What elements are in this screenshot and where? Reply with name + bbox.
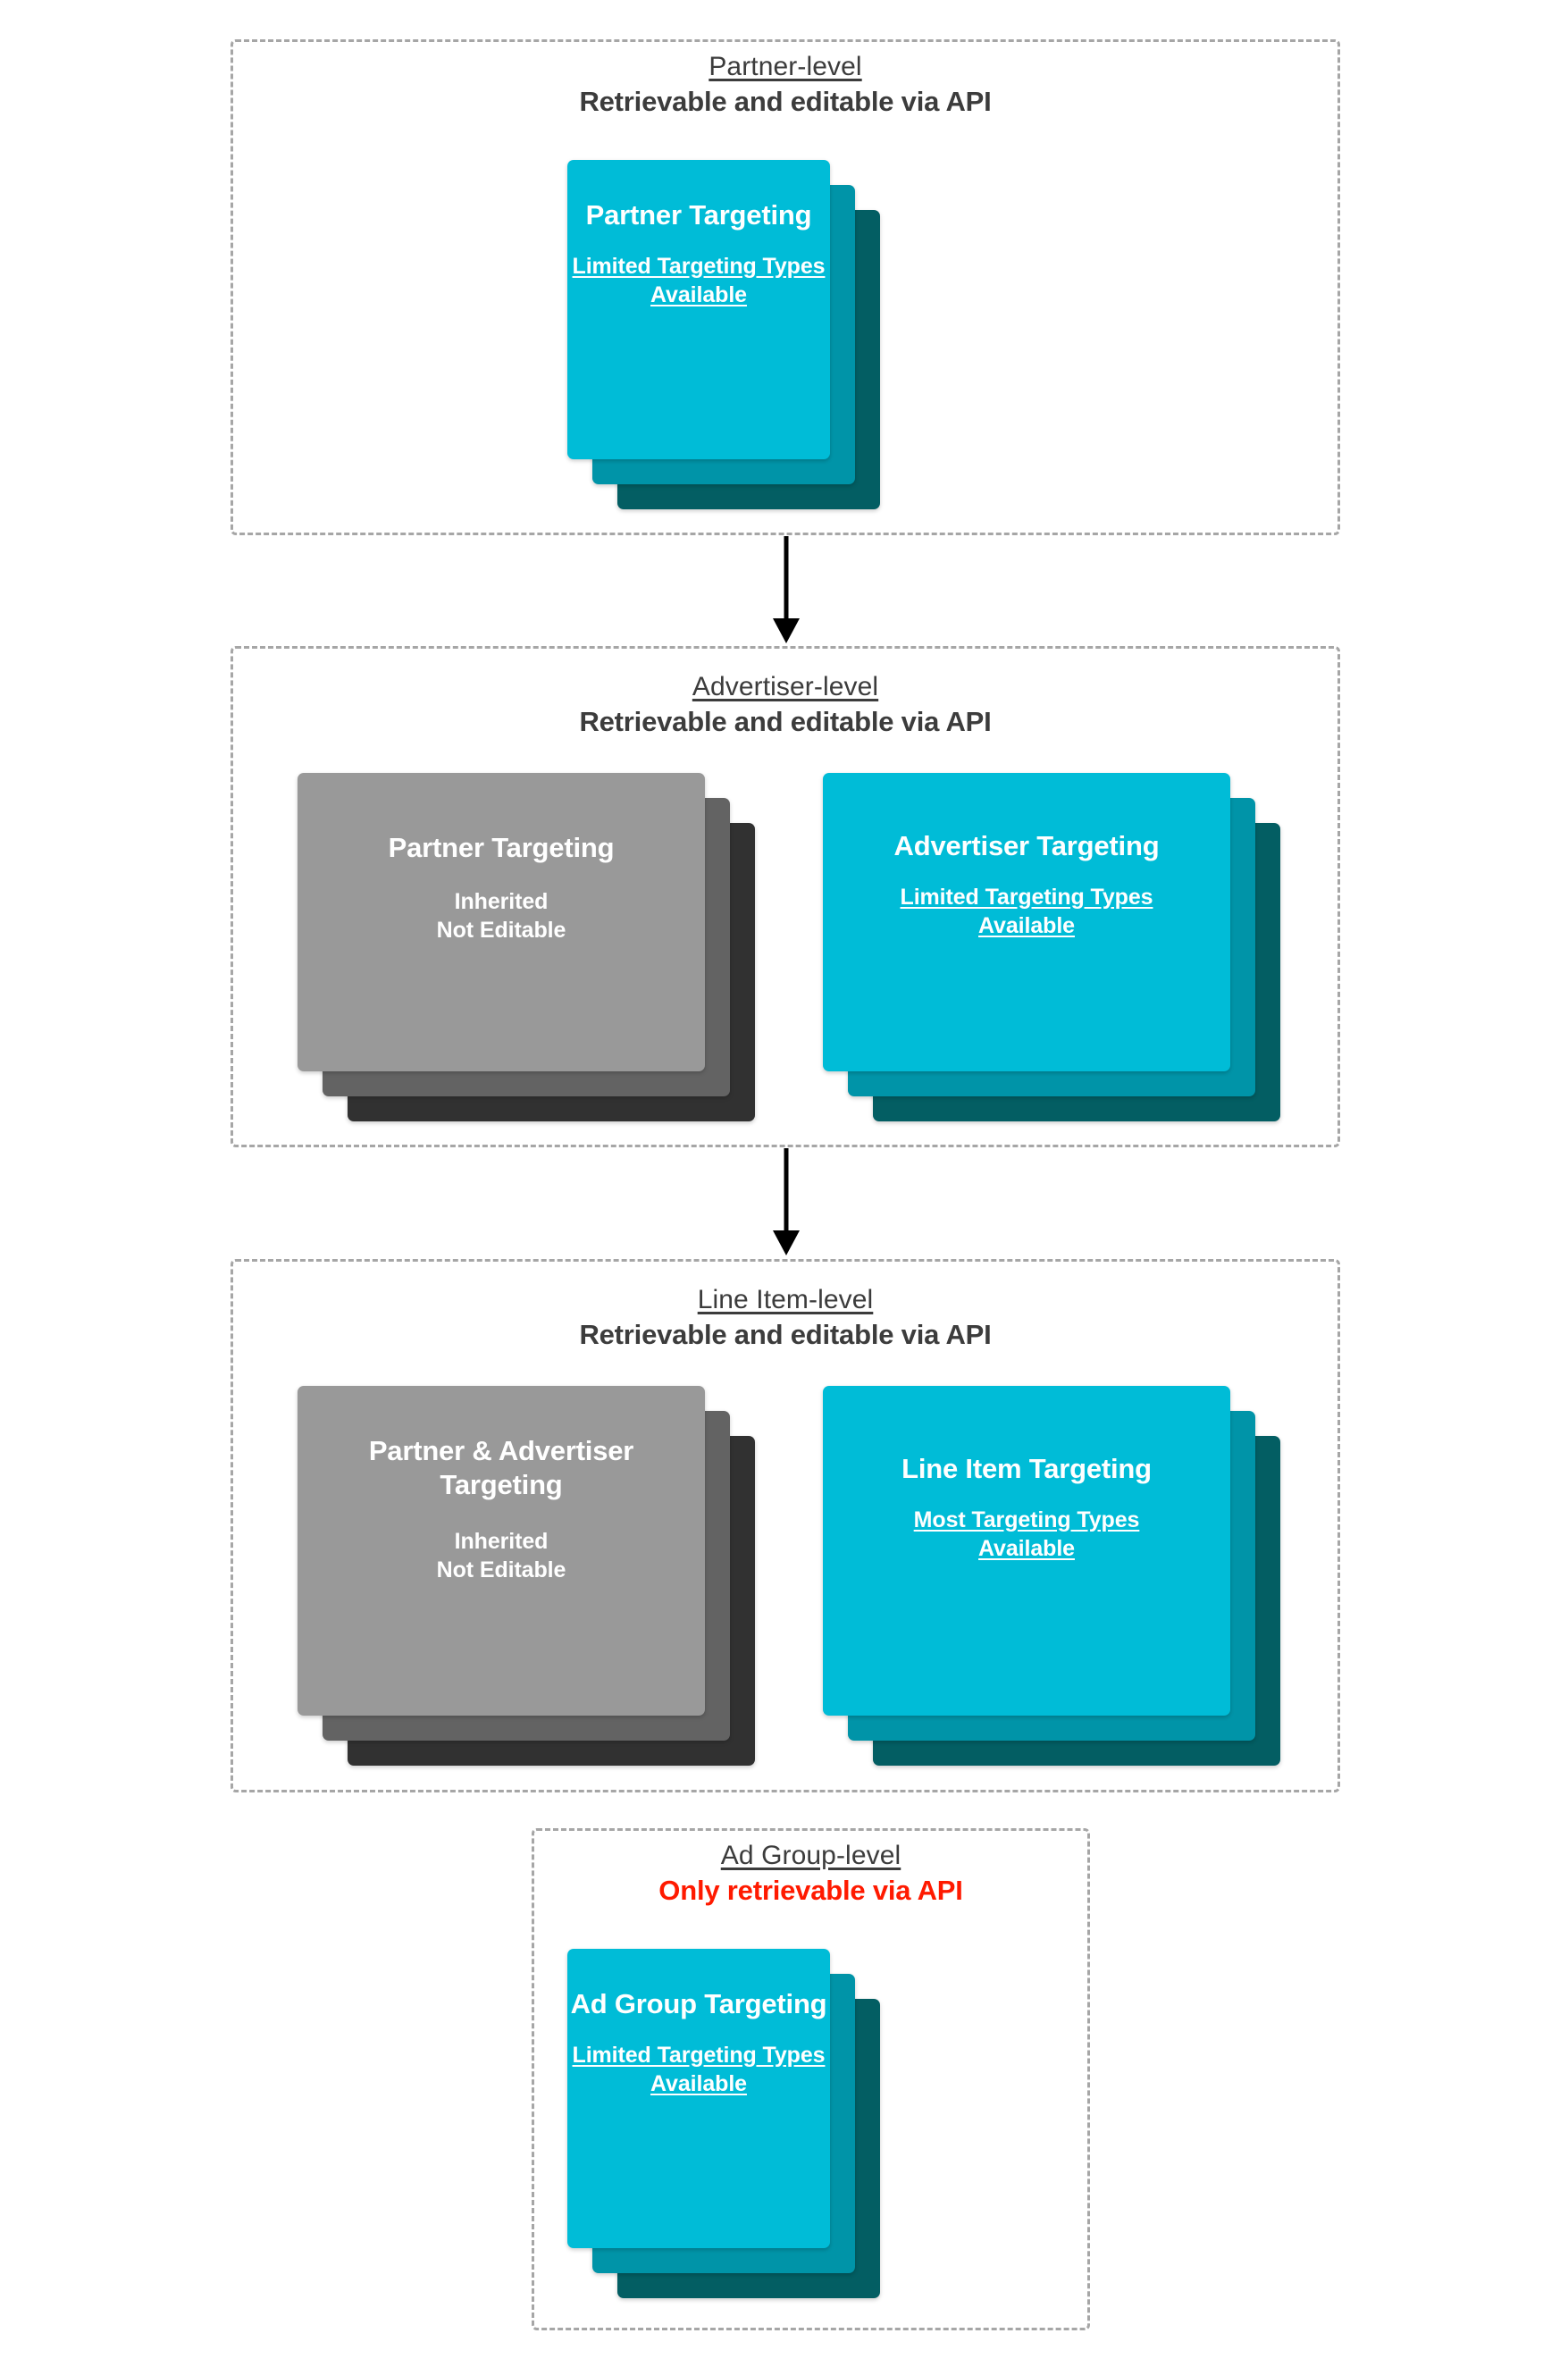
card-note: Inherited Not Editable [436,888,566,943]
card-title: Partner & Advertiser Targeting [368,1435,634,1500]
card-stack-ad-group-targeting[interactable]: Ad Group Targeting Limited Targeting Typ… [567,1949,880,2298]
card-note: Limited Targeting Types Available [572,253,826,307]
arrow-partner-to-advertiser [768,536,804,645]
level-subtitle-partner: Retrievable and editable via API [579,85,992,117]
level-container-advertiser [231,646,1340,1147]
card-stack-partner-targeting[interactable]: Partner Targeting Limited Targeting Type… [567,160,880,509]
level-title-lineitem: Line Item-level [697,1285,874,1314]
card-stack-advertiser-targeting[interactable]: Advertiser Targeting Limited Targeting T… [823,773,1280,1121]
card-note: Most Targeting Types Available [913,1507,1140,1561]
card-front-line-item-targeting[interactable]: Line Item Targeting Most Targeting Types… [823,1386,1230,1716]
level-subtitle-lineitem: Retrievable and editable via API [579,1318,992,1350]
card-stack-line-item-targeting[interactable]: Line Item Targeting Most Targeting Types… [823,1386,1280,1766]
level-container-lineitem [231,1259,1340,1792]
card-note: Limited Targeting Types Available [900,884,1153,938]
level-heading-partner: Partner-level Retrievable and editable v… [231,52,1340,117]
level-title-partner: Partner-level [709,52,862,81]
arrow-advertiser-to-lineitem [768,1148,804,1257]
level-subtitle-adgroup: Only retrievable via API [658,1874,963,1906]
card-front-partner-advertiser-targeting-inherited[interactable]: Partner & Advertiser Targeting Inherited… [298,1386,705,1716]
level-heading-lineitem: Line Item-level Retrievable and editable… [231,1285,1340,1350]
card-stack-partner-targeting-inherited[interactable]: Partner Targeting Inherited Not Editable [298,773,755,1121]
card-title: Partner Targeting [585,199,812,231]
card-stack-partner-advertiser-targeting-inherited[interactable]: Partner & Advertiser Targeting Inherited… [298,1386,755,1766]
card-title: Partner Targeting [388,832,615,863]
level-title-advertiser: Advertiser-level [692,672,879,701]
card-front-partner-targeting-inherited[interactable]: Partner Targeting Inherited Not Editable [298,773,705,1071]
level-container-partner [231,39,1340,535]
card-note: Limited Targeting Types Available [572,2042,826,2096]
card-note: Inherited Not Editable [436,1528,566,1582]
level-subtitle-advertiser: Retrievable and editable via API [579,705,992,737]
card-front-ad-group-targeting[interactable]: Ad Group Targeting Limited Targeting Typ… [567,1949,830,2248]
card-title: Ad Group Targeting [570,1988,827,2019]
level-heading-adgroup: Ad Group-level Only retrievable via API [532,1841,1090,1906]
card-title: Advertiser Targeting [893,830,1160,861]
card-front-advertiser-targeting[interactable]: Advertiser Targeting Limited Targeting T… [823,773,1230,1071]
level-heading-advertiser: Advertiser-level Retrievable and editabl… [231,672,1340,737]
card-front-partner-targeting[interactable]: Partner Targeting Limited Targeting Type… [567,160,830,459]
level-container-adgroup [532,1828,1090,2330]
card-title: Line Item Targeting [901,1453,1152,1484]
level-title-adgroup: Ad Group-level [720,1841,901,1870]
